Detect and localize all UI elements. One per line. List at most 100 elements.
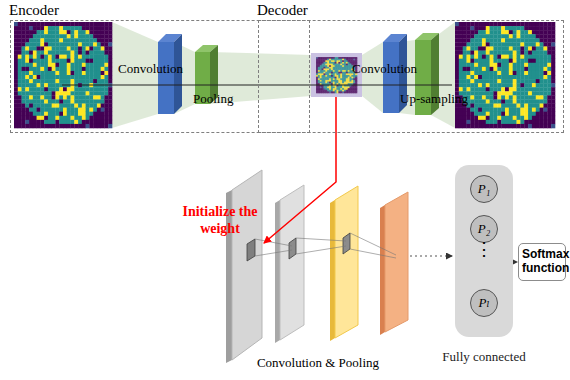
wafer-pixel <box>37 87 41 91</box>
wafer-pixel <box>474 63 478 67</box>
wafer-pixel <box>67 42 71 46</box>
wafer-pixel <box>33 63 37 67</box>
wafer-pixel <box>493 34 497 38</box>
stage-label: Up-sampling <box>400 91 468 107</box>
wafer-pixel <box>532 38 536 42</box>
wafer-pixel <box>97 63 101 67</box>
wafer-pixel <box>509 26 513 30</box>
wafer-pixel <box>486 63 490 67</box>
wafer-pixel <box>520 30 524 34</box>
wafer-pixel <box>89 79 93 83</box>
wafer-pixel <box>520 59 524 63</box>
wafer-pixel <box>509 42 513 46</box>
wafer-pixel <box>93 59 97 63</box>
wafer-pixel <box>482 95 486 99</box>
wafer-pixel <box>52 71 56 75</box>
wafer-pixel <box>48 120 52 124</box>
wafer-pixel <box>44 116 48 120</box>
wafer-pixel <box>467 112 471 116</box>
wafer-pixel <box>351 91 353 93</box>
wafer-pixel <box>22 34 26 38</box>
wafer-pixel <box>474 104 478 108</box>
wafer-pixel <box>22 87 26 91</box>
wafer-pixel <box>40 46 44 50</box>
wafer-pixel <box>524 30 528 34</box>
wafer-pixel <box>524 63 528 67</box>
wafer-pixel <box>48 108 52 112</box>
wafer-pixel <box>493 120 497 124</box>
wafer-pixel <box>482 26 486 30</box>
wafer-pixel <box>490 55 494 59</box>
wafer-pixel <box>22 38 26 42</box>
wafer-pixel <box>528 59 532 63</box>
wafer-pixel <box>467 116 471 120</box>
wafer-pixel <box>517 99 521 103</box>
wafer-pixel <box>48 71 52 75</box>
wafer-pixel <box>524 124 528 128</box>
wafer-pixel <box>59 59 63 63</box>
wafer-pixel <box>517 51 521 55</box>
wafer-pixel <box>97 75 101 79</box>
wafer-pixel <box>513 112 517 116</box>
wafer-pixel <box>29 42 33 46</box>
wafer-pixel <box>497 112 501 116</box>
wafer-pixel <box>540 42 544 46</box>
wafer-pixel <box>486 67 490 71</box>
wafer-pixel <box>470 124 474 128</box>
wafer-pixel <box>543 75 547 79</box>
wafer-pixel <box>101 87 105 91</box>
wafer-pixel <box>540 104 544 108</box>
wafer-pixel <box>455 26 459 30</box>
wafer-pixel <box>25 116 29 120</box>
wafer-pixel <box>517 83 521 87</box>
wafer-pixel <box>63 26 67 30</box>
wafer-pixel <box>493 124 497 128</box>
wafer-pixel <box>459 55 463 59</box>
wafer-pixel <box>71 67 75 71</box>
wafer-pixel <box>524 79 528 83</box>
wafer-pixel <box>322 91 324 93</box>
wafer-pixel <box>86 75 90 79</box>
wafer-pixel <box>67 116 71 120</box>
wafer-pixel <box>528 91 532 95</box>
wafer-pixel <box>524 99 528 103</box>
wafer-pixel <box>493 38 497 42</box>
wafer-pixel <box>93 71 97 75</box>
wafer-pixel <box>59 30 63 34</box>
wafer-pixel <box>478 120 482 124</box>
wafer-pixel <box>37 51 41 55</box>
wafer-pixel <box>467 108 471 112</box>
wafer-pixel <box>474 51 478 55</box>
wafer-pixel <box>67 51 71 55</box>
wafer-pixel <box>93 112 97 116</box>
wafer-pixel <box>482 79 486 83</box>
wafer-pixel <box>40 34 44 38</box>
wafer-pixel <box>501 87 505 91</box>
wafer-pixel <box>520 104 524 108</box>
wafer-pixel <box>478 38 482 42</box>
wafer-pixel <box>463 38 467 42</box>
wafer-pixel <box>101 116 105 120</box>
wafer-pixel <box>547 79 551 83</box>
wafer-pixel <box>97 91 101 95</box>
wafer-pixel <box>86 124 90 128</box>
wafer-pixel <box>89 67 93 71</box>
wafer-pixel <box>82 108 86 112</box>
wafer-pixel <box>528 63 532 67</box>
wafer-pixel <box>532 116 536 120</box>
wafer-pixel <box>490 108 494 112</box>
wafer-pixel <box>82 87 86 91</box>
wafer-pixel <box>93 116 97 120</box>
wafer-pixel <box>52 75 56 79</box>
stage-label: Convolution & Pooling <box>257 355 379 371</box>
wafer-pixel <box>459 108 463 112</box>
wafer-pixel <box>470 42 474 46</box>
neuron-label: Pₗ <box>478 295 489 311</box>
wafer-pixel <box>22 51 26 55</box>
wafer-pixel <box>37 99 41 103</box>
wafer-pixel <box>505 87 509 91</box>
wafer-pixel <box>25 46 29 50</box>
wafer-pixel <box>104 104 108 108</box>
wafer-pixel <box>524 108 528 112</box>
wafer-pixel <box>59 75 63 79</box>
